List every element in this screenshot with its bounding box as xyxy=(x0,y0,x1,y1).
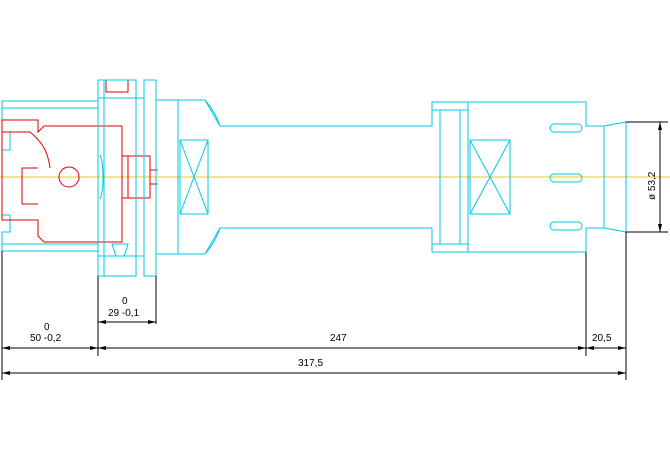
dim-collar-upper: 0 xyxy=(122,296,128,307)
wrench-flat-symbol-right xyxy=(469,139,511,215)
dimension-arrows xyxy=(2,122,662,375)
flange-outline xyxy=(97,79,157,277)
dim-tip-diameter: ø 53,2 xyxy=(647,171,658,200)
dim-overall-length: 317,5 xyxy=(298,358,323,369)
dim-tip-length: 20,5 xyxy=(592,333,612,344)
dim-collar-lower: 29 -0,1 xyxy=(108,308,140,319)
dim-flange-lower: 50 -0,2 xyxy=(30,333,62,344)
dim-body-length: 247 xyxy=(330,333,347,344)
dim-flange-upper: 0 xyxy=(44,322,50,333)
hsk-taper-outline xyxy=(1,100,99,252)
holder-internal-part xyxy=(1,79,158,243)
coolant-hole-circle xyxy=(58,166,80,188)
dimension-lines xyxy=(1,121,668,380)
wrench-flat-symbol-left xyxy=(179,139,209,215)
